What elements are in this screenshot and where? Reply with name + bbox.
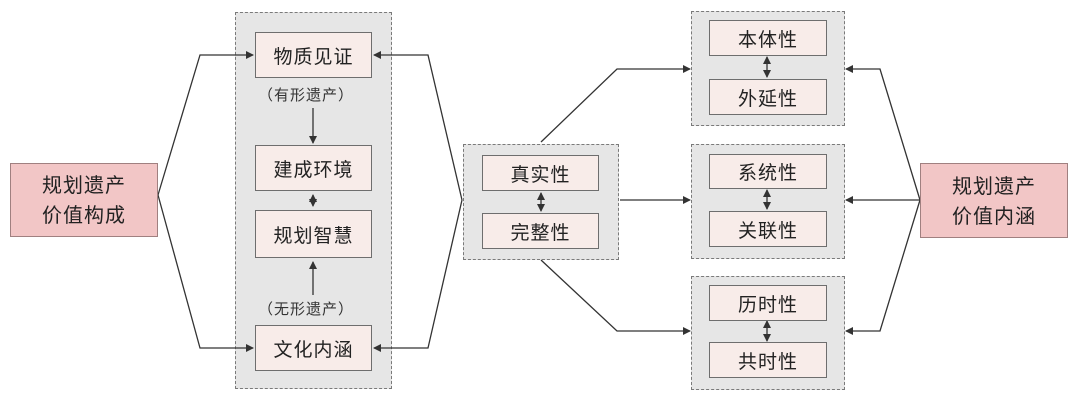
edge-right-to-group1 [845, 65, 921, 201]
systematic-box: 系统性 [709, 154, 827, 189]
edge-center-to-group1 [540, 65, 691, 143]
edge-center-to-culture [373, 199, 463, 352]
right-title-box: 规划遗产 价值内涵 [920, 163, 1068, 238]
authenticity-box: 真实性 [482, 155, 599, 191]
tangible-heritage-note: （有形遗产） [258, 86, 355, 104]
edge-left-to-material [157, 51, 254, 196]
extension-box: 外延性 [709, 79, 827, 115]
right-title-line1: 规划遗产 [952, 173, 1036, 198]
synchronic-box: 共时性 [709, 342, 827, 378]
edge-center-to-material [373, 51, 463, 201]
ontology-box: 本体性 [709, 20, 827, 56]
built-environment-box: 建成环境 [255, 145, 372, 191]
relevance-box: 关联性 [709, 211, 827, 247]
right-title-line2: 价值内涵 [952, 203, 1036, 228]
cultural-connotation-box: 文化内涵 [255, 325, 372, 371]
edge-left-to-culture [157, 194, 254, 352]
integrity-box: 完整性 [482, 213, 599, 249]
left-title-line2: 价值构成 [42, 203, 126, 227]
left-title-box: 规划遗产 价值构成 [10, 163, 158, 237]
edge-center-to-group3 [540, 259, 691, 335]
intangible-heritage-note: （无形遗产） [258, 300, 355, 318]
planning-wisdom-box: 规划智慧 [255, 210, 372, 258]
diachronic-box: 历时性 [709, 285, 827, 321]
material-evidence-box: 物质见证 [255, 32, 372, 78]
edge-right-to-group3 [845, 199, 921, 335]
left-title-line1: 规划遗产 [42, 173, 126, 197]
